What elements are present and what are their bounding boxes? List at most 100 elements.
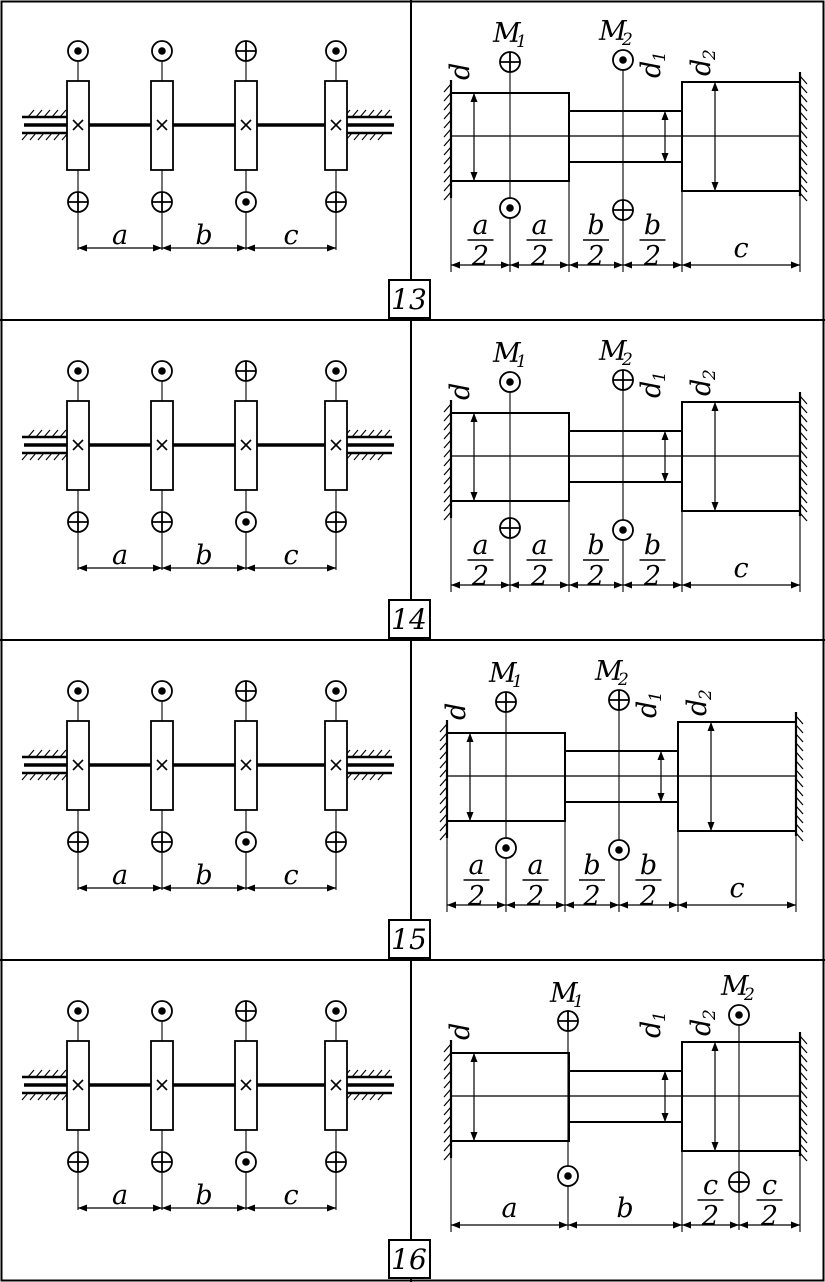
length-dimension-2 xyxy=(506,901,565,909)
diameter-d-label: d xyxy=(445,1023,476,1040)
moment-out-of-page-icon xyxy=(235,191,257,213)
span-label: c xyxy=(283,860,298,891)
span-dimension-2 xyxy=(162,564,246,572)
span-label: b xyxy=(195,540,212,571)
moment-into-page-icon xyxy=(151,511,173,533)
svg-text:a: a xyxy=(472,530,488,561)
shaft-step-d2 xyxy=(681,1041,801,1152)
moment-into-page-icon xyxy=(325,511,347,533)
moment-out-of-page-icon xyxy=(235,1151,257,1173)
length-dimension-4 xyxy=(619,901,678,909)
wheel-4 xyxy=(324,1000,348,1210)
length-label-fraction: b2 xyxy=(583,530,609,592)
length-label-fraction: a2 xyxy=(467,530,494,592)
wheel-1 xyxy=(66,360,90,570)
span-dimension-1 xyxy=(78,244,162,252)
span-label: a xyxy=(112,220,128,251)
wheel-1 xyxy=(66,1000,90,1210)
length-label-fraction: b2 xyxy=(635,850,662,912)
length-dimension-5 xyxy=(682,581,800,589)
diameter-d-label: d xyxy=(445,383,476,400)
moment-out-of-page-icon xyxy=(235,511,257,533)
svg-text:1: 1 xyxy=(650,1011,670,1022)
svg-text:2: 2 xyxy=(700,1009,720,1021)
moment-m2-label: M2 xyxy=(598,16,633,50)
length-label: c xyxy=(733,233,748,264)
moment-m1-section: M1 xyxy=(492,338,527,592)
svg-text:14: 14 xyxy=(391,603,427,636)
problem-number: 15 xyxy=(388,919,431,959)
moment-m1-label: M1 xyxy=(492,18,527,52)
svg-text:2: 2 xyxy=(760,1201,778,1232)
moment-out-of-page-icon xyxy=(499,371,521,393)
span-dimension-3 xyxy=(246,884,336,892)
svg-text:M: M xyxy=(598,336,628,367)
moment-into-page-icon xyxy=(728,1171,750,1193)
moment-out-of-page-icon xyxy=(495,837,517,859)
moment-into-page-icon xyxy=(499,517,521,539)
length-label-fraction: b2 xyxy=(583,210,609,272)
span-dimension-1 xyxy=(78,884,162,892)
svg-text:d: d xyxy=(682,699,713,716)
moment-into-page-icon xyxy=(325,831,347,853)
svg-text:1: 1 xyxy=(650,371,670,382)
svg-text:2: 2 xyxy=(530,241,548,272)
moment-into-page-icon xyxy=(235,40,257,62)
svg-text:a: a xyxy=(472,210,488,241)
svg-text:1: 1 xyxy=(573,992,584,1012)
span-dimension-1 xyxy=(78,564,162,572)
length-dimension-3 xyxy=(569,581,623,589)
svg-text:M: M xyxy=(492,18,522,49)
moment-into-page-icon xyxy=(499,51,521,73)
length-dimension-3 xyxy=(682,1221,739,1229)
moment-out-of-page-icon xyxy=(325,360,347,382)
shaft-step-d2 xyxy=(681,81,801,192)
length-dimension-1 xyxy=(451,1221,568,1229)
wheel-3 xyxy=(234,1000,258,1210)
svg-text:2: 2 xyxy=(582,881,600,912)
wheel-3 xyxy=(234,360,258,570)
svg-text:a: a xyxy=(527,850,543,881)
length-dimension-1 xyxy=(451,581,510,589)
length-label: a xyxy=(501,1193,517,1224)
svg-text:2: 2 xyxy=(526,881,544,912)
svg-text:2: 2 xyxy=(617,670,629,690)
wheel-3 xyxy=(234,680,258,890)
wheel-2 xyxy=(150,40,174,250)
span-label: a xyxy=(112,540,128,571)
svg-text:16: 16 xyxy=(391,1243,427,1276)
wheel-1 xyxy=(66,680,90,890)
diameter-d2-dimension xyxy=(711,1042,719,1151)
moment-m2-section: M2 xyxy=(720,971,755,1230)
span-dimension-2 xyxy=(162,244,246,252)
svg-text:b: b xyxy=(583,850,600,881)
moment-m1-label: M1 xyxy=(492,338,527,372)
length-label-fraction: c2 xyxy=(756,1170,783,1232)
moment-out-of-page-icon xyxy=(325,680,347,702)
length-dimension-5 xyxy=(678,901,796,909)
span-label: c xyxy=(283,540,298,571)
moment-out-of-page-icon xyxy=(151,360,173,382)
moment-into-page-icon xyxy=(235,1000,257,1022)
svg-text:2: 2 xyxy=(643,241,661,272)
moment-m1-section: M1 xyxy=(549,978,584,1230)
diameter-d1-label: d1 xyxy=(632,691,666,718)
length-label-fraction: a2 xyxy=(467,210,494,272)
length-label-fraction: a2 xyxy=(526,530,553,592)
length-dimension-4 xyxy=(739,1221,800,1229)
length-label-fraction: b2 xyxy=(639,530,666,592)
moment-out-of-page-icon xyxy=(151,1000,173,1022)
svg-text:b: b xyxy=(640,850,657,881)
svg-text:b: b xyxy=(587,210,604,241)
moment-out-of-page-icon xyxy=(67,1000,89,1022)
diameter-d2-dimension xyxy=(711,82,719,191)
span-dimension-2 xyxy=(162,884,246,892)
wheel-2 xyxy=(150,1000,174,1210)
svg-text:2: 2 xyxy=(696,689,716,701)
moment-out-of-page-icon xyxy=(67,40,89,62)
svg-text:c: c xyxy=(703,1170,718,1201)
moment-into-page-icon xyxy=(612,199,634,221)
